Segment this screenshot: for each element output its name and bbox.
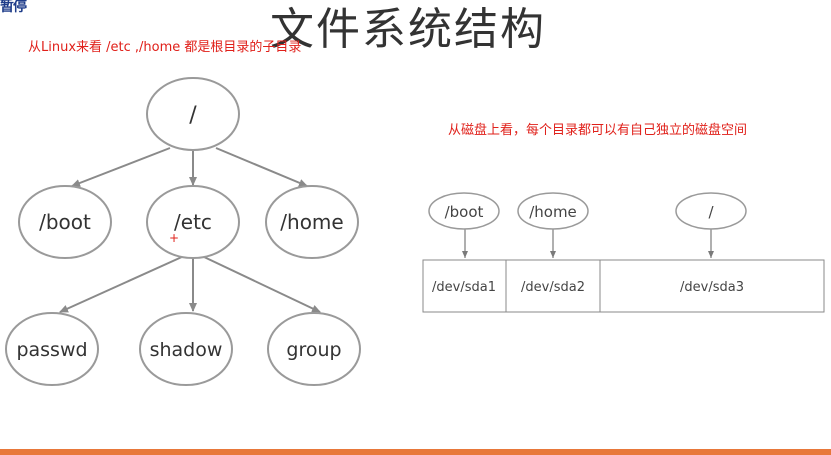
mount-node-boot: /boot [428,192,500,230]
disk-partitions: /dev/sda1 /dev/sda2 /dev/sda3 [422,259,825,313]
cursor-cross-icon: + [169,231,180,245]
edge-etc-group [201,255,321,313]
tree-node-home-label: /home [280,210,343,234]
tree-node-group-label: group [286,339,341,361]
partition-sda3 [599,259,825,313]
edge-etc-passwd [59,255,185,313]
edge-root-boot [71,147,171,187]
mount-node-boot-label: /boot [445,203,484,221]
partition-sda2 [505,259,601,313]
tree-node-root: / [146,77,240,151]
note-linux-view: 从Linux来看 /etc ,/home 都是根目录的子目录 [28,40,302,55]
tree-node-shadow-label: shadow [150,339,223,361]
tree-node-etc: /etc [146,185,240,259]
partition-sda3-label: /dev/sda3 [680,280,744,295]
partition-sda1 [422,259,507,313]
partition-sda1-label: /dev/sda1 [432,280,496,295]
tree-node-etc-label: /etc [174,210,212,234]
tree-node-root-label: / [189,103,197,128]
note-disk-view: 从磁盘上看，每个目录都可以有自己独立的磁盘空间 [448,123,748,138]
mount-node-home-label: /home [529,203,577,221]
partition-sda2-label: /dev/sda2 [521,280,585,295]
tree-edges [59,147,321,313]
edge-root-home [215,147,308,187]
tree-node-group: group [267,312,361,386]
mount-node-home: /home [517,192,589,230]
pause-label[interactable]: 暂停 [0,0,27,15]
tree-node-passwd-label: passwd [16,339,87,361]
page-title: 文件系统结构 [270,4,546,55]
tree-node-home: /home [265,185,359,259]
tree-node-boot-label: /boot [39,210,91,234]
tree-node-shadow: shadow [139,312,233,386]
bottom-accent-bar [0,449,831,455]
mount-node-root: / [675,192,747,230]
tree-node-passwd: passwd [5,312,99,386]
disk-edges [462,229,714,258]
mount-node-root-label: / [708,203,714,221]
tree-node-boot: /boot [18,185,112,259]
